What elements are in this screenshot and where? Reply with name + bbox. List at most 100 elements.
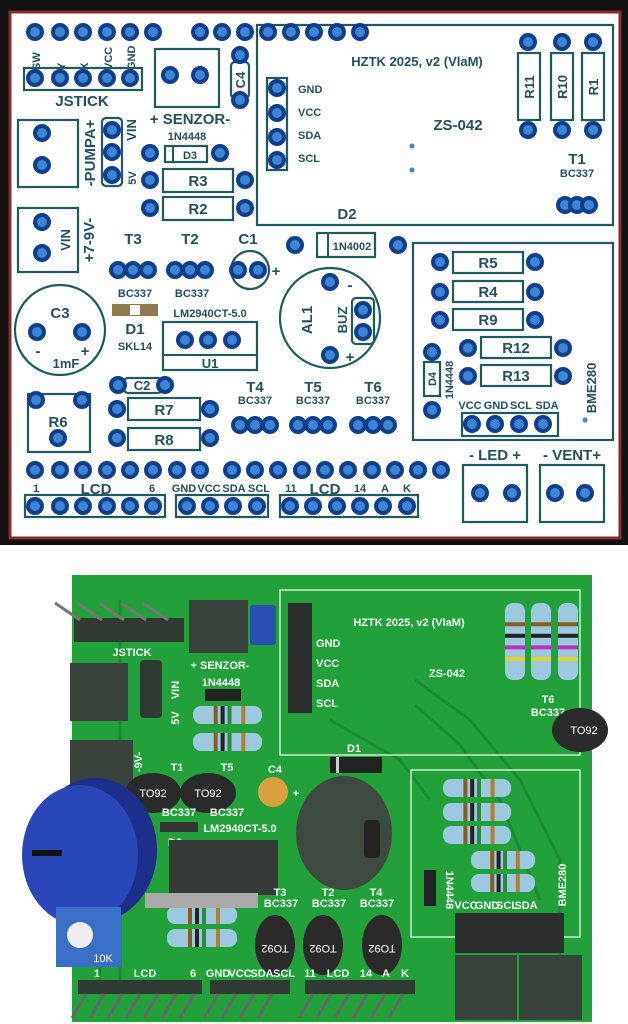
- r9-outline: [451, 307, 525, 332]
- c3-minus: -: [36, 343, 41, 360]
- zs042-outline: [279, 589, 581, 756]
- r4-label: R4: [478, 284, 498, 301]
- lcd-pin-label: 1: [33, 483, 39, 495]
- d3-part: 1N4448: [202, 677, 241, 689]
- t1-part: BC337: [162, 807, 196, 819]
- jstick-header-3d: [54, 601, 184, 642]
- pad-hole: [332, 27, 342, 37]
- resistor-band: [490, 803, 495, 821]
- pad-hole: [31, 395, 41, 405]
- pad-hole: [293, 420, 303, 430]
- senzor-label: + SENZOR-: [150, 111, 230, 128]
- lcd-pin-label: A: [382, 968, 390, 980]
- bme-pin-label: SDA: [535, 400, 558, 412]
- t4-label: T4: [246, 379, 264, 396]
- resistor-band: [463, 779, 468, 797]
- lcd-pin-label: 6: [149, 483, 155, 495]
- d1-center: [130, 305, 140, 315]
- voltage-label: +7-9V-: [81, 218, 98, 263]
- zs-pin-label: VCC: [298, 107, 321, 119]
- t3-label: T3: [124, 231, 142, 248]
- bme-pin-label: VCC: [454, 900, 477, 912]
- pin-header-body: [210, 980, 290, 994]
- pad-hole: [435, 287, 445, 297]
- via: [582, 417, 588, 423]
- pad-hole: [240, 175, 250, 185]
- pad-hole: [588, 37, 598, 47]
- board-title: HZTK 2025, v2 (VlaM): [351, 54, 483, 69]
- vent-label: - VENT+: [543, 447, 601, 464]
- pad-hole: [112, 433, 122, 443]
- jstick-header-outline: [22, 66, 144, 92]
- c1-label: C1: [238, 231, 257, 248]
- pad-hole: [325, 277, 335, 287]
- u1-part: LM2940CT-5.0: [203, 823, 276, 835]
- resistor-band: [503, 851, 507, 869]
- pad-hole: [558, 343, 568, 353]
- c1-plus: +: [293, 788, 299, 800]
- i2c-pin-label: SDA: [222, 483, 245, 495]
- resistor-band: [490, 851, 495, 869]
- pad-hole: [290, 240, 300, 250]
- jstick-label: JSTICK: [112, 647, 151, 659]
- pad-hole: [125, 27, 135, 37]
- pad-hole: [584, 200, 594, 210]
- resistor-band: [531, 656, 551, 661]
- bme-header-outline: [460, 411, 560, 438]
- pin: [106, 993, 124, 1019]
- bme-pin-label: GND: [484, 400, 509, 412]
- resistor-band: [213, 733, 218, 751]
- jstick-pin-label: VCC: [103, 47, 115, 70]
- buz-label: BUZ: [335, 307, 350, 334]
- pumpa-label: -PUMPA+: [82, 119, 99, 186]
- pin: [70, 993, 88, 1019]
- r11-outline: [516, 51, 542, 122]
- resistor-band: [463, 826, 468, 844]
- resistor-band: [477, 803, 481, 821]
- pad-hole: [572, 200, 582, 210]
- pad-hole: [77, 327, 87, 337]
- buzzer: [296, 776, 392, 890]
- t2-package: TO92: [309, 942, 336, 954]
- t1-label: T1: [568, 151, 586, 168]
- t4-part: BC337: [238, 395, 272, 407]
- resistor-band: [558, 633, 578, 638]
- resistor: [193, 706, 262, 724]
- vent-connector-outline: [538, 463, 606, 524]
- resistor-band: [188, 929, 192, 947]
- r13-label: R13: [502, 368, 530, 385]
- pad-hole: [30, 73, 40, 83]
- resistor-band: [558, 622, 578, 627]
- t5-label: T5: [304, 379, 322, 396]
- pad-hole: [55, 501, 65, 511]
- pad-hole: [558, 371, 568, 381]
- lcd-pin-label: 1: [94, 968, 100, 980]
- t3-package: TO92: [261, 942, 288, 954]
- pad-hole: [145, 175, 155, 185]
- t6-package: TO92: [570, 725, 597, 737]
- zs-pin-label: GND: [298, 84, 323, 96]
- pad-hole: [285, 501, 295, 511]
- r7-label: R7: [154, 402, 173, 419]
- layout-view: SW Y X VCC GND JSTICK + SENZOR- C4 GND V…: [0, 0, 628, 545]
- resistor-band: [505, 645, 525, 650]
- lcd-pin-label: 14: [360, 968, 373, 980]
- r5-label: R5: [478, 255, 497, 272]
- t1-package: TO92: [139, 788, 166, 800]
- c3-label: C3: [50, 305, 69, 322]
- pad-hole: [263, 27, 273, 37]
- pumpa-connector-outline: [16, 118, 80, 189]
- resistor-band: [490, 874, 495, 892]
- zs-pin-label: GND: [316, 638, 341, 650]
- pad-hole: [323, 420, 333, 430]
- resistor: [167, 929, 237, 947]
- zs042-header-socket: [288, 603, 312, 713]
- pad-hole: [78, 501, 88, 511]
- t2-part: BC337: [312, 898, 346, 910]
- r3-outline: [161, 167, 235, 194]
- senzor-label: + SENZOR-: [191, 660, 250, 672]
- lcd-pin-label: 11: [304, 968, 316, 980]
- d2-diode: [160, 822, 198, 832]
- r13-outline: [479, 363, 553, 388]
- pad-hole: [78, 465, 88, 475]
